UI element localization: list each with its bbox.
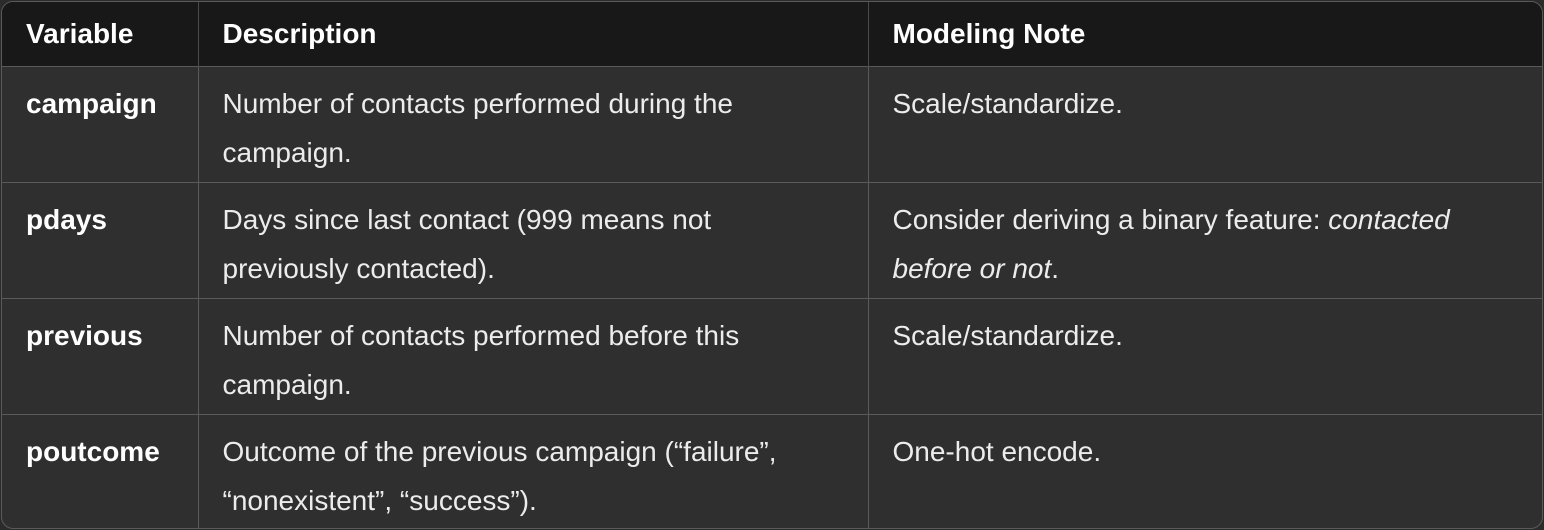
header-modeling-note: Modeling Note	[867, 2, 1542, 66]
header-variable: Variable	[26, 17, 134, 49]
description-cell: Number of contacts performed during the …	[197, 66, 868, 182]
header-description: Description	[197, 2, 868, 66]
note-cell: Consider deriving a binary feature: cont…	[867, 182, 1542, 298]
header-row: Variable Description Modeling Note	[2, 2, 1542, 66]
table-row: campaign Number of contacts performed du…	[2, 66, 1542, 182]
note-cell: Scale/standardize.	[867, 298, 1542, 414]
note-suffix: .	[1051, 252, 1060, 284]
note-cell: Scale/standardize.	[867, 66, 1542, 182]
table-header: Variable Description Modeling Note	[2, 2, 1542, 66]
table-row: pdays Days since last contact (999 means…	[2, 182, 1542, 298]
table-body: campaign Number of contacts performed du…	[2, 66, 1542, 528]
description-cell: Days since last contact (999 means not p…	[197, 182, 868, 298]
table-row: poutcome Outcome of the previous campaig…	[2, 414, 1542, 528]
note-text: Consider deriving a binary feature:	[892, 203, 1329, 235]
note-cell: One-hot encode.	[867, 414, 1542, 528]
description-cell: Outcome of the previous campaign (“failu…	[197, 414, 868, 528]
variable-cell: poutcome	[26, 435, 160, 467]
variable-cell: pdays	[26, 203, 107, 235]
variable-cell: previous	[26, 319, 143, 351]
variable-cell: campaign	[26, 87, 157, 119]
description-cell: Number of contacts performed before this…	[197, 298, 868, 414]
note-emphasis: contacted before or not	[892, 203, 1450, 284]
table-row: previous Number of contacts performed be…	[2, 298, 1542, 414]
